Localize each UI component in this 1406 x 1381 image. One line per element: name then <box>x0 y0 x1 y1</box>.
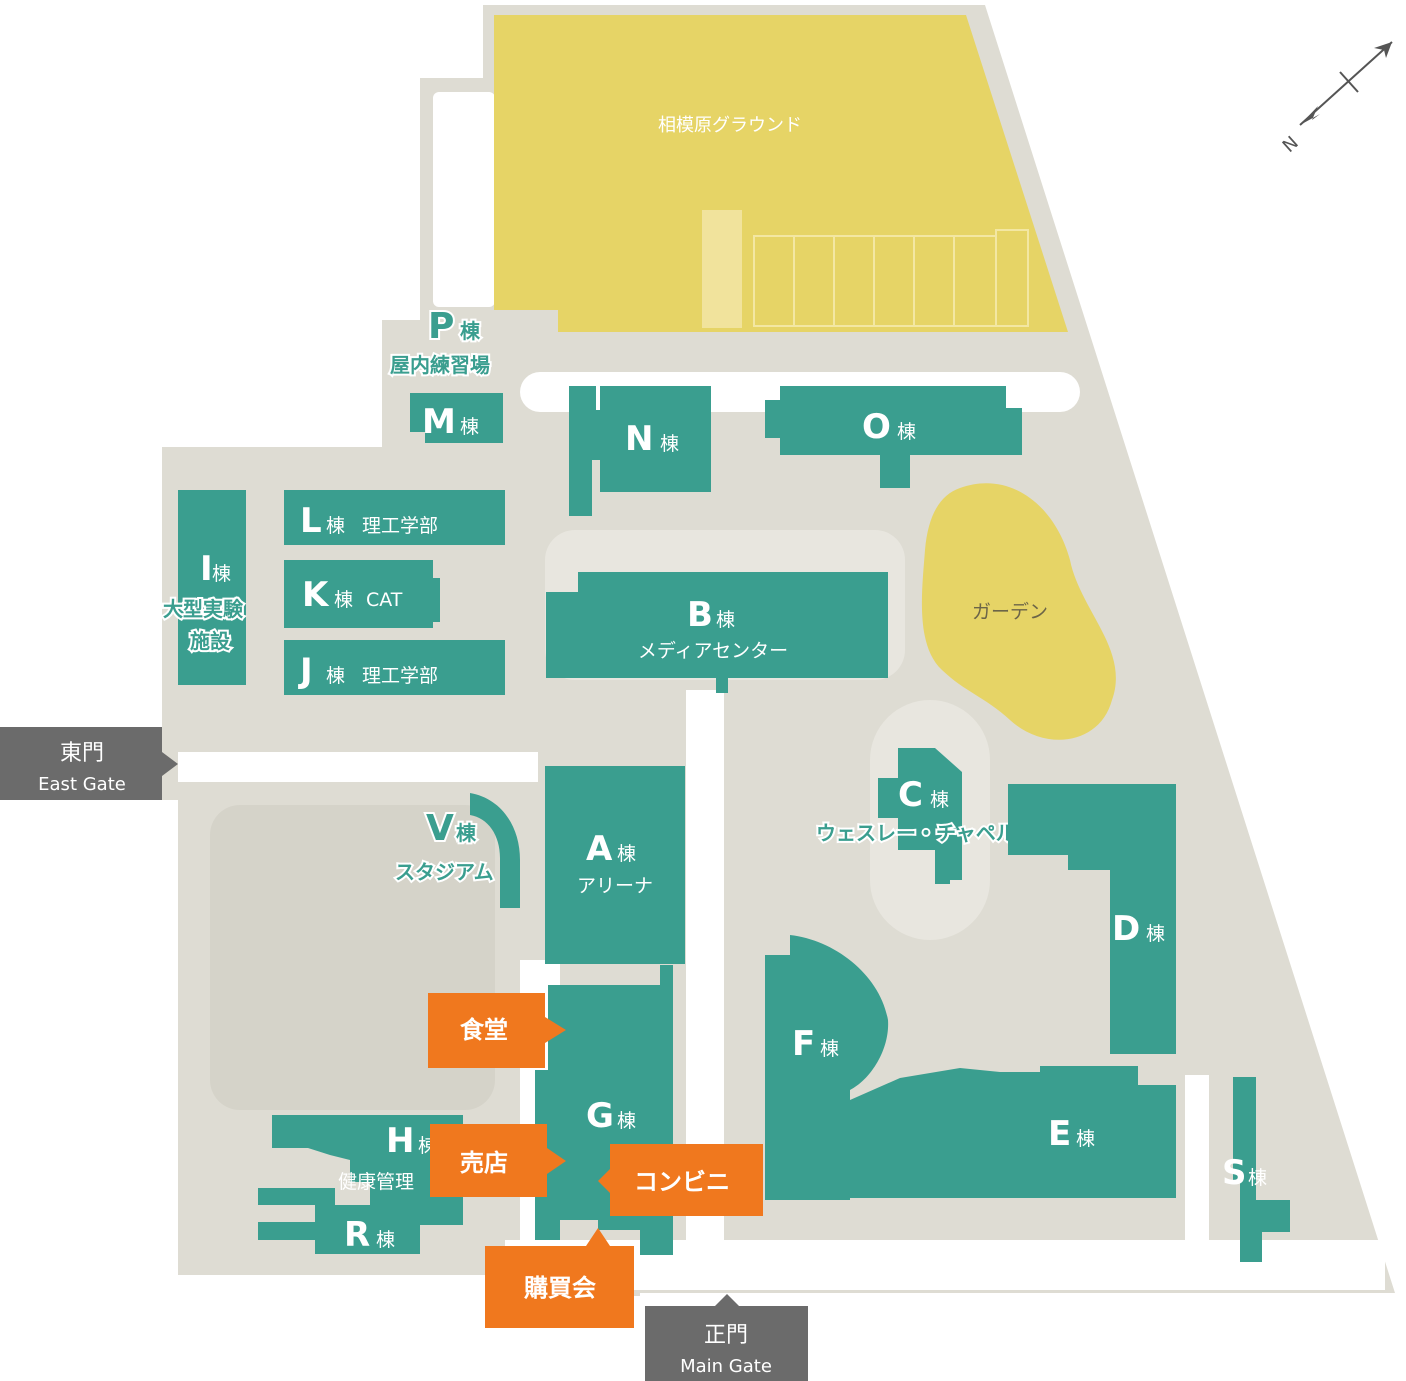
main-gate-jp: 正門 <box>704 1323 748 1348</box>
building-h[interactable] <box>272 1115 463 1225</box>
east-gate-en: East Gate <box>38 774 126 795</box>
ground-courts <box>753 229 1029 327</box>
building-p-suffix: 棟 <box>460 319 481 343</box>
garden <box>921 483 1116 740</box>
building-n-suffix: 棟 <box>660 433 679 455</box>
building-m[interactable] <box>410 393 503 443</box>
building-e-suffix: 棟 <box>1076 1128 1095 1150</box>
main-gate[interactable]: 正門 Main Gate <box>645 1294 808 1381</box>
building-r-suffix: 棟 <box>376 1229 395 1251</box>
building-i-suffix: 棟 <box>212 563 231 585</box>
tag-store-label: 売店 <box>460 1149 508 1177</box>
building-j-label: J <box>298 651 313 691</box>
building-d[interactable] <box>1008 784 1176 1054</box>
tag-cafeteria-label: 食堂 <box>460 1016 508 1044</box>
building-c-suffix: 棟 <box>930 789 949 811</box>
ground-label: 相模原グラウンド <box>658 115 802 136</box>
tail-arrow-icon <box>1374 42 1392 58</box>
building-r-label: R <box>344 1215 370 1255</box>
building-g-suffix: 棟 <box>617 1110 636 1132</box>
building-s[interactable] <box>1233 1077 1290 1262</box>
east-gate-jp: 東門 <box>60 741 104 766</box>
building-g-label: G <box>586 1096 614 1136</box>
north-arrow-icon <box>1300 106 1320 125</box>
building-a-suffix: 棟 <box>617 843 636 865</box>
building-i-label: I <box>200 549 213 589</box>
building-l-suffix: 棟 <box>326 515 345 537</box>
building-v-label: V <box>426 808 454 849</box>
compass: N <box>1279 41 1393 157</box>
building-k-label: K <box>302 575 330 615</box>
building-j[interactable] <box>284 640 505 695</box>
building-l-sub: 理工学部 <box>362 515 438 537</box>
building-a[interactable] <box>545 766 685 964</box>
building-d-label: D <box>1112 909 1140 949</box>
building-j-suffix: 棟 <box>326 665 345 687</box>
tag-convenience-label: コンビニ <box>634 1168 730 1196</box>
building-d-suffix: 棟 <box>1146 923 1165 945</box>
building-v-sub: スタジアム <box>395 860 494 884</box>
building-c-sub: ウェスレー・チャペル <box>816 821 1016 845</box>
building-m-label: M <box>422 402 456 442</box>
tag-store[interactable]: 売店 <box>430 1124 566 1197</box>
path-ground-surround <box>433 92 495 307</box>
building-b[interactable] <box>546 572 888 693</box>
building-p-label: P <box>428 306 454 347</box>
building-i[interactable] <box>178 490 246 685</box>
sagamihara-ground <box>494 15 1068 332</box>
building-c[interactable] <box>878 748 962 884</box>
building-a-sub: アリーナ <box>577 875 653 897</box>
building-f-suffix: 棟 <box>820 1038 839 1060</box>
building-p-sub: 屋内練習場 <box>390 353 490 377</box>
building-f[interactable] <box>765 935 889 1200</box>
building-v-suffix: 棟 <box>456 821 477 845</box>
building-k[interactable] <box>284 560 440 628</box>
path-east-gate <box>178 752 538 782</box>
building-e[interactable] <box>765 1066 1176 1198</box>
building-a-label: A <box>586 829 613 869</box>
building-i-sub2: 施設 <box>190 629 231 653</box>
path-stadium-field <box>210 805 495 1110</box>
building-o[interactable] <box>765 386 1022 488</box>
building-j-sub: 理工学部 <box>362 665 438 687</box>
building-c-label: C <box>898 775 923 815</box>
building-s-suffix: 棟 <box>1248 1167 1267 1189</box>
building-e-label: E <box>1048 1114 1071 1154</box>
building-o-suffix: 棟 <box>897 421 916 443</box>
building-n[interactable] <box>569 386 711 516</box>
east-gate[interactable]: 東門 East Gate <box>0 727 178 800</box>
building-h-sub: 健康管理 <box>338 1171 414 1193</box>
building-l[interactable] <box>284 490 505 545</box>
building-f-label: F <box>792 1024 815 1064</box>
building-s-label: S <box>1222 1153 1247 1193</box>
building-b-suffix: 棟 <box>716 609 735 631</box>
building-i-sub1: 大型実験 <box>163 597 244 621</box>
compass-n-label: N <box>1279 132 1303 157</box>
building-l-label: L <box>300 501 322 541</box>
building-e-wing <box>1138 1085 1176 1198</box>
building-o-label: O <box>862 407 891 447</box>
building-r[interactable] <box>258 1188 335 1205</box>
building-n-label: N <box>625 419 653 459</box>
building-k-sub: CAT <box>366 589 403 611</box>
garden-label: ガーデン <box>972 601 1048 623</box>
building-m-suffix: 棟 <box>460 416 479 438</box>
building-r-main[interactable] <box>258 1205 420 1254</box>
tag-cafeteria[interactable]: 食堂 <box>428 993 566 1068</box>
tag-coop-label: 購買会 <box>524 1274 596 1302</box>
building-k-suffix: 棟 <box>334 589 353 611</box>
building-v[interactable] <box>470 793 520 908</box>
main-gate-en: Main Gate <box>680 1356 772 1377</box>
building-b-label: B <box>687 595 713 635</box>
path-east-lane <box>1185 1075 1209 1255</box>
building-h-label: H <box>386 1121 414 1161</box>
tag-convenience[interactable]: コンビニ <box>598 1144 763 1216</box>
ground-track-lane <box>702 210 742 328</box>
building-b-sub: メディアセンター <box>638 640 788 662</box>
tag-coop[interactable]: 購買会 <box>485 1228 634 1328</box>
